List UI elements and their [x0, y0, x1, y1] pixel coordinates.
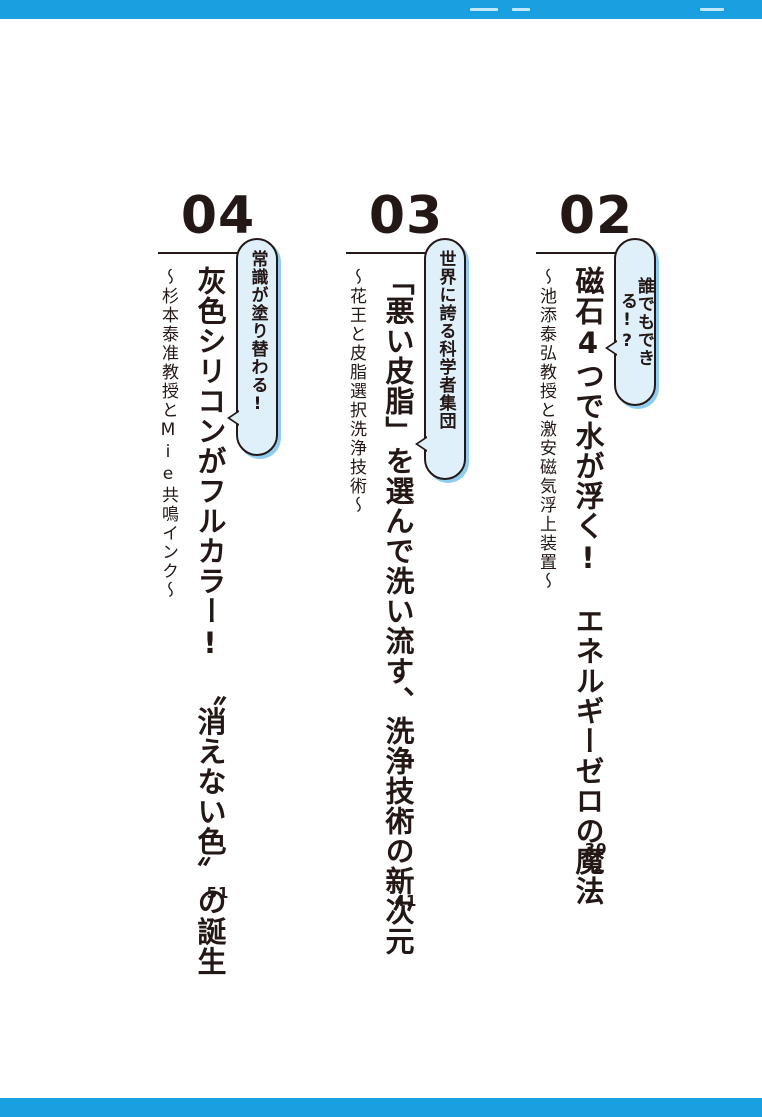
chapter-number: 03: [368, 186, 444, 246]
page-number: 41: [394, 892, 418, 910]
bubble-tail: [605, 340, 617, 356]
callout-bubble: 世界に誇る科学者集団: [415, 238, 466, 480]
bar-highlight: [470, 8, 498, 11]
chapter-divider: [158, 252, 278, 254]
chapter-number: 02: [558, 186, 634, 246]
chapter-04[interactable]: 04 常識が塗り替わる! 灰色シリコンがフルカラー! 〝消えない色〟の誕生 ～杉…: [158, 0, 278, 1117]
page-number: 30: [584, 840, 608, 858]
bubble-tail: [227, 410, 239, 426]
chapter-number: 04: [180, 186, 256, 246]
callout-bubble: 常識が塗り替わる!: [227, 238, 278, 456]
bubble-text: 世界に誇る科学者集団: [435, 250, 456, 430]
chapter-subtitle: ～花王と皮脂選択洗浄技術～: [346, 268, 366, 515]
chapter-divider: [536, 252, 656, 254]
chapter-subtitle: ～杉本泰准教授とMie共鳴インク～: [158, 268, 178, 600]
chapter-title: 「悪い皮脂」を選んで洗い流す、洗浄技術の新次元: [381, 266, 415, 956]
bubble-text: 誰でもできる!?: [617, 277, 654, 367]
bubble-text: 常識が塗り替わる!: [247, 250, 268, 415]
chapter-03[interactable]: 03 世界に誇る科学者集団 「悪い皮脂」を選んで洗い流す、洗浄技術の新次元 ～花…: [346, 0, 466, 1117]
chapter-title: 磁石4つで水が浮く! エネルギーゼロの魔法: [571, 266, 605, 906]
chapter-title: 灰色シリコンがフルカラー! 〝消えない色〟の誕生: [193, 266, 227, 977]
chapter-subtitle: ～池添泰弘教授と激安磁気浮上装置～: [536, 268, 556, 591]
bottom-accent-bar: [0, 1098, 762, 1117]
callout-bubble: 誰でもできる!?: [605, 238, 656, 406]
chapter-02[interactable]: 02 誰でもできる!? 磁石4つで水が浮く! エネルギーゼロの魔法 ～池添泰弘教…: [536, 0, 656, 1117]
bar-highlight: [700, 8, 724, 11]
page-number: 51: [206, 884, 230, 902]
chapter-divider: [346, 252, 466, 254]
top-accent-bar: [0, 0, 762, 19]
bar-highlight: [512, 8, 530, 11]
bubble-tail: [415, 436, 427, 452]
